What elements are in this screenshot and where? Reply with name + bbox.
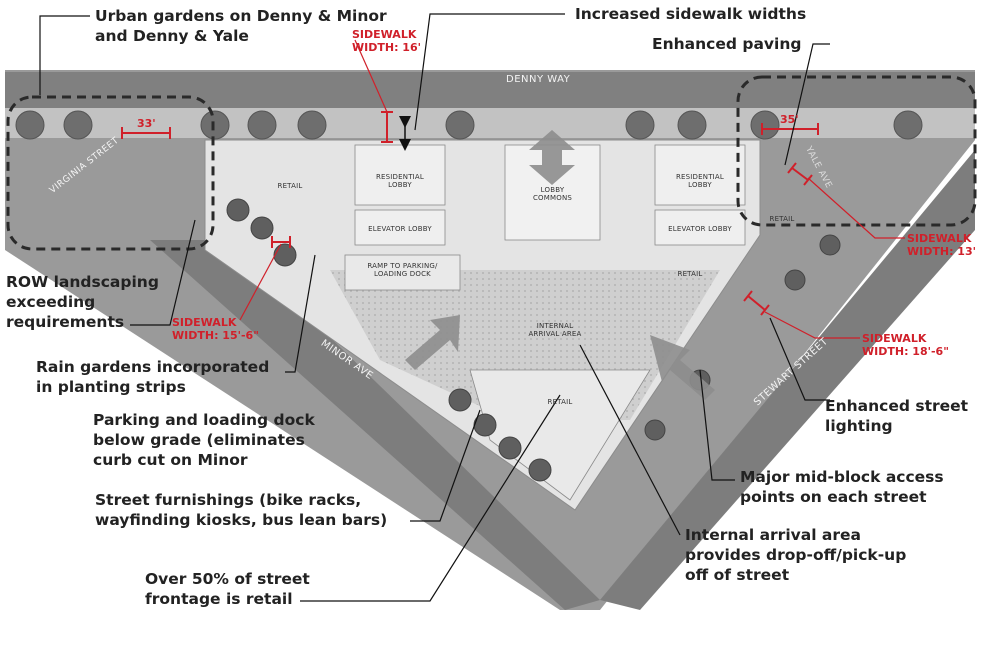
plan-label-elevator-lobby-right: ELEVATOR LOBBY: [668, 225, 732, 233]
plan-label-elevator-lobby-left: ELEVATOR LOBBY: [368, 225, 432, 233]
red-leader-lines: [239, 39, 905, 339]
sidewalk-label-yale: SIDEWALK WIDTH: 13': [907, 232, 976, 258]
stewart-street-road: [600, 150, 975, 610]
plan-label-retail-ne: RETAIL: [769, 215, 795, 223]
plan-label-internal-arrival: INTERNAL ARRIVAL AREA: [528, 322, 582, 338]
dimension-lines: [121, 111, 819, 316]
callout-row-landscaping: ROW landscaping exceeding requirements: [6, 273, 159, 331]
plan-label-lobby-commons: LOBBY COMMONS: [532, 186, 573, 202]
dimension-left-garden: 33': [137, 117, 156, 130]
tree-row-minor: [226, 198, 552, 482]
plan-label-ramp: RAMP TO PARKING/ LOADING DOCK: [367, 262, 438, 278]
black-leader-lines: [39, 13, 830, 602]
elevator-lobby-right-block: [654, 209, 746, 246]
callout-street-furnishings: Street furnishings (bike racks, wayfindi…: [95, 491, 388, 529]
garden-boundary-left: [6, 95, 215, 251]
callout-street-lighting: Enhanced street lighting: [825, 397, 969, 435]
callout-urban-gardens: Urban gardens on Denny & Minor and Denny…: [95, 7, 387, 45]
ramp-block: [344, 254, 461, 291]
residential-lobby-left-block: [354, 144, 446, 206]
access-arrows: [405, 130, 715, 400]
street-label-denny: DENNY WAY: [506, 74, 571, 85]
access-arrow-denny: [529, 130, 575, 185]
minor-ave-road: [150, 240, 600, 610]
sidewalk-label-denny: SIDEWALK WIDTH: 16': [352, 28, 421, 54]
elevator-lobby-left-block: [354, 209, 446, 246]
callout-arrival-area: Internal arrival area provides drop-off/…: [685, 526, 907, 584]
sidewalk-label-minor: SIDEWALK WIDTH: 15'-6": [172, 316, 259, 342]
plan-label-residential-lobby-left: RESIDENTIAL LOBBY: [375, 173, 425, 189]
denny-way-road: [5, 72, 975, 108]
plan-label-residential-lobby-right: RESIDENTIAL LOBBY: [675, 173, 725, 189]
callout-access-points: Major mid-block access points on each st…: [740, 468, 944, 506]
callout-parking-loading: Parking and loading dock below grade (el…: [93, 411, 315, 469]
dimension-right-garden: 35': [780, 113, 799, 126]
callout-rain-gardens: Rain gardens incorporated in planting st…: [36, 358, 270, 396]
residential-lobby-right-block: [654, 144, 746, 206]
tree-row-denny: [15, 110, 923, 140]
plan-label-retail-south: RETAIL: [547, 398, 573, 406]
access-arrow-stewart: [650, 335, 715, 400]
plan-label-retail-nw: RETAIL: [277, 182, 303, 190]
plan-label-retail-east: RETAIL: [677, 270, 703, 278]
callout-sidewalk-widths: Increased sidewalk widths: [575, 5, 807, 23]
callout-enhanced-paving: Enhanced paving: [652, 35, 802, 53]
access-arrow-minor: [405, 315, 460, 370]
sidewalk-label-stewart: SIDEWALK WIDTH: 18'-6": [862, 332, 949, 358]
callout-retail-frontage: Over 50% of street frontage is retail: [145, 570, 310, 608]
garden-boundary-right: [736, 75, 977, 227]
